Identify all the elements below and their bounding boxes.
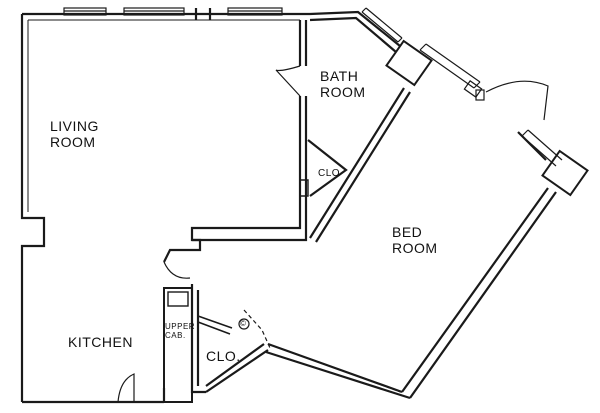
living-room-label: LIVING ROOM <box>50 118 99 150</box>
wall-closet-jog <box>300 179 309 197</box>
bath-room-label-line1: BATH <box>320 68 359 84</box>
fixture-mark: © <box>240 319 247 328</box>
upper-cab-label-line2: CAB. <box>165 331 186 341</box>
wall-bed-left <box>163 238 202 263</box>
upper-cab-label-line1: UPPER <box>165 322 196 331</box>
wall-stub-top <box>194 8 212 20</box>
door-bed-leaf <box>475 89 485 101</box>
wall-living-bath-lower <box>190 96 308 242</box>
door-kitchen-swing <box>163 261 191 279</box>
closet-door-swing <box>243 309 271 349</box>
bath-room-label: BATH ROOM <box>320 68 366 100</box>
upper-cab <box>163 287 193 403</box>
window-top-1 <box>63 7 107 16</box>
window-bed-right <box>521 129 563 167</box>
wall-bath-diagonal <box>309 87 411 243</box>
door-bath-swing <box>275 65 301 97</box>
wall-closet-diagonal <box>307 139 348 197</box>
bed-closet-label: CLO. <box>206 348 241 364</box>
living-room-label-line1: LIVING <box>50 118 99 134</box>
wall-closet-slope <box>205 343 269 393</box>
wall-living-left <box>20 14 46 402</box>
kitchen-label: KITCHEN <box>68 334 133 350</box>
upper-cab-top <box>167 291 189 307</box>
window-bath-bed <box>419 43 483 98</box>
bath-room-label-line2: ROOM <box>320 84 366 101</box>
bed-room-label-line2: ROOM <box>392 240 438 257</box>
fixture-circle <box>238 318 250 330</box>
window-top-2 <box>123 7 185 16</box>
window-top-3 <box>227 7 283 16</box>
upper-cab-label: UPPER CAB. <box>165 322 195 340</box>
bed-room-label: BED ROOM <box>392 224 438 256</box>
living-room-label-line2: ROOM <box>50 134 96 151</box>
wall-living-bath <box>298 20 308 66</box>
door-bed-swing <box>485 80 549 121</box>
window-bath <box>361 7 403 43</box>
bath-closet-label: CLO <box>318 168 341 179</box>
door-kitchen-bottom <box>117 373 135 403</box>
wall-bed-bottom <box>265 342 411 400</box>
closet-rod <box>197 315 233 335</box>
wall-kitchen-bottom <box>118 388 166 404</box>
bed-room-label-line1: BED <box>392 224 423 240</box>
wall-bed-right <box>401 187 557 399</box>
column-bath <box>385 39 433 87</box>
wall-bath-top <box>309 10 401 53</box>
column-bed <box>541 149 589 197</box>
